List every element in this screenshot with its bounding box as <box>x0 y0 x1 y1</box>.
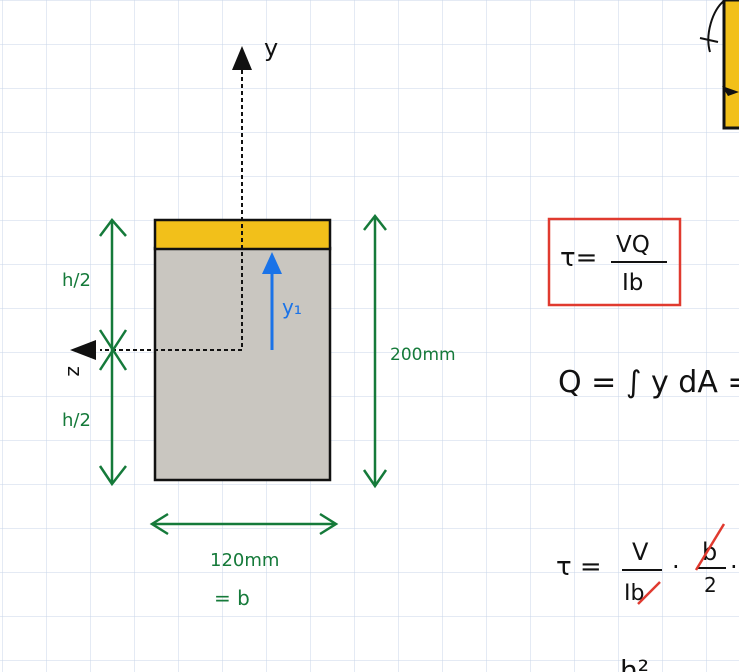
tau2-dot: · <box>672 553 680 581</box>
y-axis-label: y <box>264 34 278 62</box>
tau2-numerator-2: b <box>702 538 717 566</box>
y-axis-arrowhead <box>232 46 252 70</box>
right-height-dimension <box>362 213 388 489</box>
tau2-numerator: V <box>632 538 649 566</box>
bottom-half-label: h/2 <box>62 410 91 431</box>
tau2-denominator-2: 2 <box>704 573 717 597</box>
y1-arrowhead <box>262 252 282 274</box>
left-height-dimension <box>98 218 128 487</box>
z-axis-label: z <box>63 366 87 377</box>
height-label: 200mm <box>390 345 456 365</box>
tau2-cancel-b-num <box>694 523 726 571</box>
partial-circle-drawing <box>699 0 739 130</box>
bottom-partial-expression: h² <box>620 654 649 672</box>
tau2-denominator: Ib <box>624 581 644 606</box>
width-label: 120mm <box>210 550 279 571</box>
tau2-lhs: τ = <box>556 552 602 582</box>
tau2-cancel-b-den <box>637 581 661 605</box>
shear-formula-denominator: Ib <box>622 270 643 296</box>
z-axis-arrowhead <box>70 340 96 360</box>
width-dimension <box>149 512 339 536</box>
width-symbol-label: = b <box>214 586 250 610</box>
beam-web <box>153 246 332 482</box>
top-half-label: h/2 <box>62 270 91 291</box>
q-expression: Q = ∫ y dA = A <box>558 365 739 400</box>
shear-formula-lhs: τ= <box>560 243 597 273</box>
y1-label: y₁ <box>282 295 302 319</box>
shear-formula-box <box>547 217 682 307</box>
shear-formula-numerator: VQ <box>616 232 650 258</box>
tau2-trailing-dot: · <box>730 553 738 581</box>
